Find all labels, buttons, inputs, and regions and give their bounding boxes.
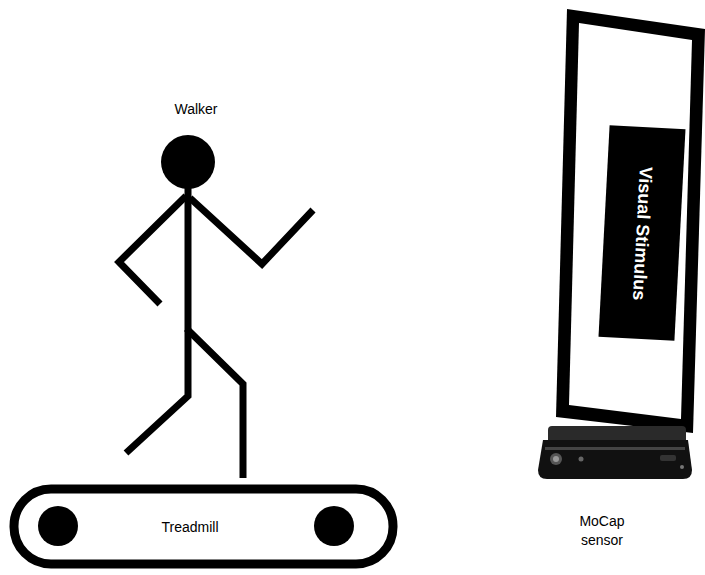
figure-label: Walker	[136, 100, 256, 119]
node-text: Treadmill	[75, 520, 305, 535]
display-frame	[556, 9, 705, 433]
walker-head	[161, 135, 215, 189]
stick-figure	[119, 185, 313, 478]
display-screen	[569, 23, 692, 419]
treadmill-roller	[314, 506, 354, 546]
treadmill-belt	[14, 489, 393, 564]
node-text: Visual Stimulus	[628, 147, 656, 320]
treadmill-roller	[38, 506, 78, 546]
treadmill-band: Treadmill	[70, 500, 310, 554]
sensor-label: MoCap sensor	[570, 512, 634, 550]
stimulus-box: Visual Stimulus	[599, 125, 686, 341]
mocap-sensor	[538, 426, 692, 479]
